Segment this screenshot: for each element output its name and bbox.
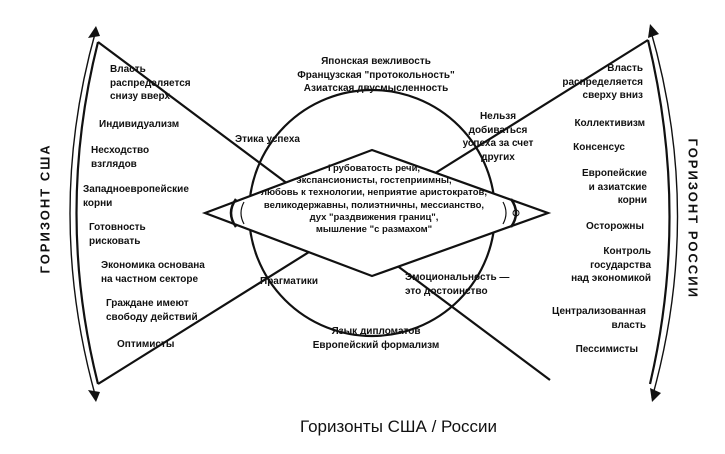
center-eye [201, 148, 552, 278]
eye-right-pupil-inner [502, 201, 507, 225]
center-eye-text: Грубоватость речи, экспансионисты, госте… [261, 163, 487, 236]
usa-arrowhead-top [88, 26, 100, 38]
usa-outer-arc [75, 41, 100, 385]
usa-item-power: Власть распределяется снизу вверх [110, 64, 191, 102]
russia-item-consensus: Консенсус [573, 142, 625, 153]
russia-item-centralized: Централизованная власть [552, 306, 646, 331]
eye-left-pupil [229, 198, 238, 228]
emotionality-label: Эмоциональность — это достоинство [405, 272, 510, 297]
no-success-at-expense-label: Нельзя добиваться успеха за счет других [462, 111, 534, 163]
usa-horizon-arrow [69, 29, 97, 399]
usa-arrowhead-bottom [88, 390, 100, 402]
russia-item-roots: Европейские и азиатские корни [581, 168, 647, 206]
russia-item-pessimists: Пессимисты [575, 344, 638, 355]
eye-right-dot [512, 209, 520, 217]
top-lens-text: Японская вежливость Французская "протоко… [297, 56, 455, 94]
usa-item-optimists: Оптимисты [117, 339, 175, 350]
usa-item-economy: Экономика основана на частном секторе [101, 260, 205, 285]
eye-right-pupil [509, 198, 518, 228]
success-ethic-label: Этика успеха [235, 134, 300, 145]
bottom-lens-text: Язык дипломатов Европейский формализм [312, 326, 440, 351]
russia-horizon-label: ГОРИЗОНТ РОССИИ [685, 138, 701, 299]
usa-horizon-label: ГОРИЗОНТ США [37, 143, 53, 274]
russia-item-cautious: Осторожны [586, 221, 644, 232]
usa-item-differences: Несходство взглядов [91, 145, 150, 170]
usa-item-risk: Готовность рисковать [89, 222, 146, 247]
russia-item-power: Власть распределяется сверху вниз [562, 63, 643, 101]
russia-arrowhead-top [648, 24, 659, 38]
usa-item-individualism: Индивидуализм [99, 119, 180, 130]
usa-item-freedom: Граждане имеют свободу действий [106, 298, 198, 323]
usa-item-west-roots: Западноевропейские корни [83, 184, 189, 209]
russia-horizon-arrow [649, 27, 679, 399]
russia-item-state-control: Контроль государства над экономикой [571, 246, 651, 284]
russia-item-collectivism: Коллективизм [574, 118, 645, 129]
russia-outer-arc [646, 39, 671, 385]
russia-arrowhead-bottom [650, 388, 661, 402]
eye-left-pupil-inner [240, 201, 245, 225]
pragmatists-label: Прагматики [260, 276, 319, 287]
figure-caption: Горизонты США / России [300, 417, 498, 436]
